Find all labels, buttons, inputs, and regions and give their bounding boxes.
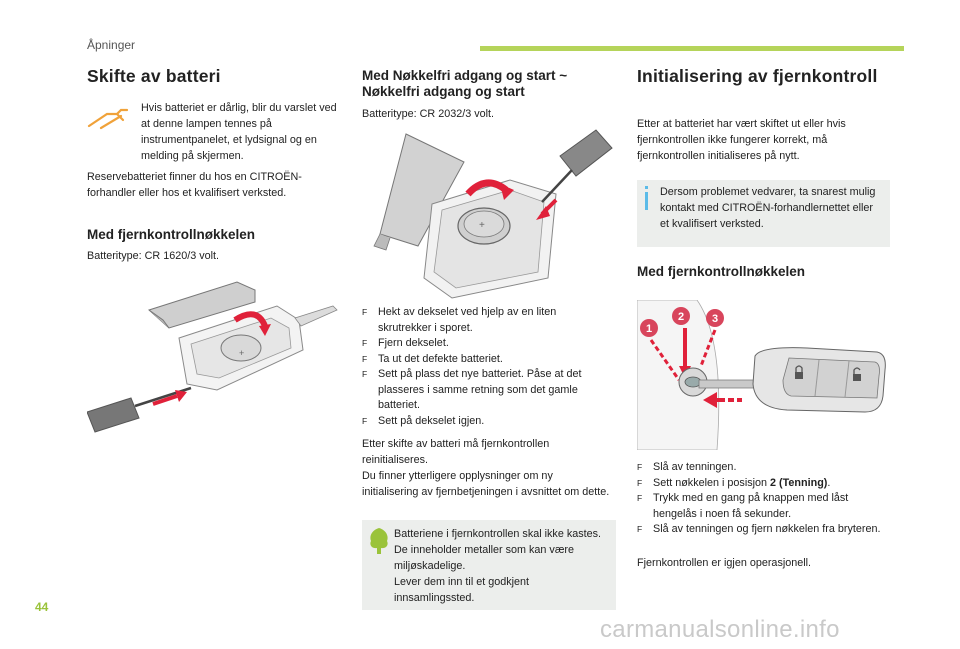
initialization-steps: Slå av tenningen. Sett nøkkelen i posisj… [637, 460, 887, 538]
list-item: Trykk med en gang på knappen med låst he… [637, 491, 887, 522]
remote-initialization-title: Initialisering av fjernkontroll [637, 66, 878, 86]
info-note-box [637, 180, 890, 247]
header-accent-bar [480, 46, 904, 51]
ignition-key-illustration: 1 2 3 [637, 300, 886, 450]
list-item: Hekt av dekselet ved hjelp av en liten s… [362, 305, 612, 336]
list-item: Slå av tenningen og fjern nøkkelen fra b… [637, 522, 887, 538]
battery-type-1620: Batteritype: CR 1620/3 volt. [87, 250, 220, 262]
battery-change-title: Skifte av batteri [87, 66, 221, 86]
remote-key-subheading-2: Med fjernkontrollnøkkelen [637, 264, 806, 279]
battery-type-2032: Batteritype: CR 2032/3 volt. [362, 108, 495, 120]
battery-replacement-steps: Hekt av dekselet ved hjelp av en liten s… [362, 305, 612, 429]
svg-text:+: + [479, 220, 485, 231]
remote-key-battery-illustration: + [87, 281, 338, 433]
page-number: 44 [35, 600, 49, 614]
callout-2: 2 [672, 307, 690, 325]
info-note-text: Dersom problemet vedvarer, ta snarest mu… [660, 186, 876, 230]
svg-text:2: 2 [678, 311, 684, 323]
watermark: carmanualsonline.info [600, 616, 840, 643]
padlock-icon [795, 365, 803, 379]
reinitialize-text: Etter skifte av batteri må fjernkontroll… [362, 438, 610, 498]
list-item: Fjern dekselet. [362, 336, 612, 352]
svg-text:+: + [239, 348, 244, 358]
initialization-intro: Etter at batteriet har vært skiftet ut e… [637, 118, 846, 162]
conclusion-text: Fjernkontrollen er igjen operasjonell. [637, 557, 812, 569]
list-item: Slå av tenningen. [637, 460, 887, 476]
callout-3: 3 [706, 309, 724, 327]
list-item: Ta ut det defekte batteriet. [362, 352, 612, 368]
eco-note-text: Batteriene i fjernkontrollen skal ikke k… [394, 528, 602, 604]
eco-note-box [362, 520, 616, 610]
svg-text:3: 3 [712, 313, 718, 325]
leaf-tree-icon [370, 528, 388, 554]
ignition-position-label: 2 (Tenning) [770, 476, 828, 489]
section-label: Åpninger [87, 38, 136, 52]
list-item: Sett på dekselet igjen. [362, 414, 612, 430]
keyless-fob-battery-illustration: + [373, 129, 613, 299]
list-item: Sett nøkkelen i posisjon 2 (Tenning). [637, 476, 887, 492]
remote-key-subheading: Med fjernkontrollnøkkelen [87, 227, 256, 242]
battery-warning-icon [87, 108, 129, 130]
info-icon [645, 186, 648, 189]
battery-warning-text: Hvis batteriet er dårlig, blir du varsle… [141, 102, 337, 162]
callout-1: 1 [640, 319, 658, 337]
padlock-icon [853, 374, 861, 381]
list-item: Sett på plass det nye batteriet. Påse at… [362, 367, 612, 414]
reserve-battery-text: Reservebatteriet finner du hos en CITROË… [87, 171, 302, 199]
info-icon-bar [645, 192, 648, 210]
keyless-access-title: Med Nøkkelfri adgang og start ~ Nøkkelfr… [362, 68, 568, 99]
svg-text:1: 1 [646, 323, 652, 335]
